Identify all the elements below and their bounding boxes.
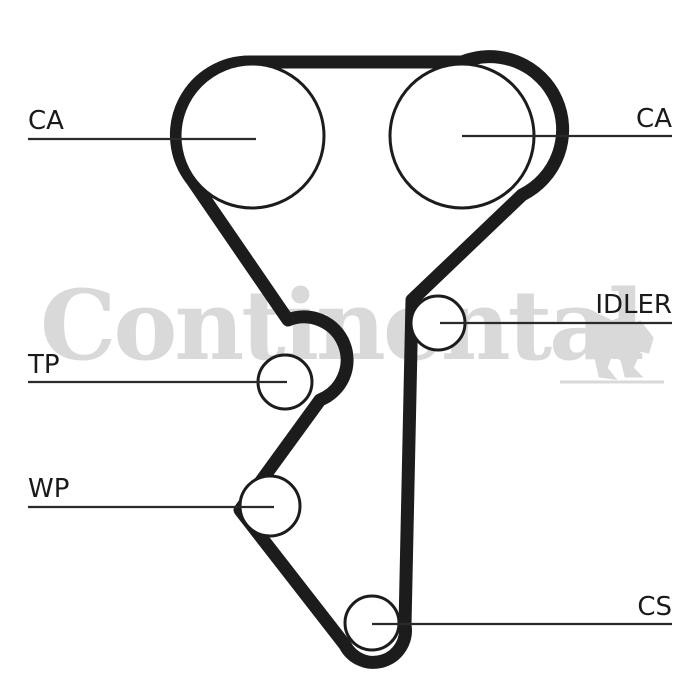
label-camshaft-left: CA (28, 106, 64, 136)
timing-belt (169, 50, 570, 669)
label-crankshaft: CS (637, 592, 672, 622)
label-idler: IDLER (595, 290, 672, 320)
camshaft-pulley-left (178, 62, 326, 210)
label-tensioner: TP (28, 350, 60, 380)
label-water-pump: WP (28, 474, 70, 504)
rearing-horse-icon (560, 313, 664, 384)
label-camshaft-right: CA (636, 104, 672, 134)
